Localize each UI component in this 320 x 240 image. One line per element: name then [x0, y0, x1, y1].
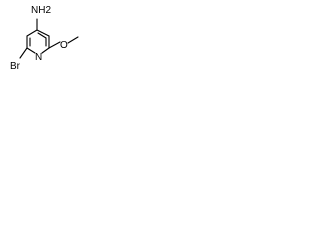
molecule-structure: NH2 N Br O — [10, 5, 79, 72]
bond-c2-br — [19, 47, 28, 59]
bond-n1-c6 — [41, 47, 50, 54]
bond-c6-o — [48, 41, 61, 49]
amine-label: NH2 — [31, 5, 51, 16]
bond-o-methyl — [67, 36, 79, 44]
bond-c4-c3 — [26, 29, 38, 37]
bond-c5-c4 — [36, 29, 50, 37]
oxygen-label: O — [60, 40, 68, 51]
ring-nitrogen-label: N — [35, 52, 42, 63]
double-bond-c4-c5 — [37, 32, 47, 39]
bromine-label: Br — [10, 61, 21, 72]
bond-c2-n1 — [26, 47, 36, 54]
